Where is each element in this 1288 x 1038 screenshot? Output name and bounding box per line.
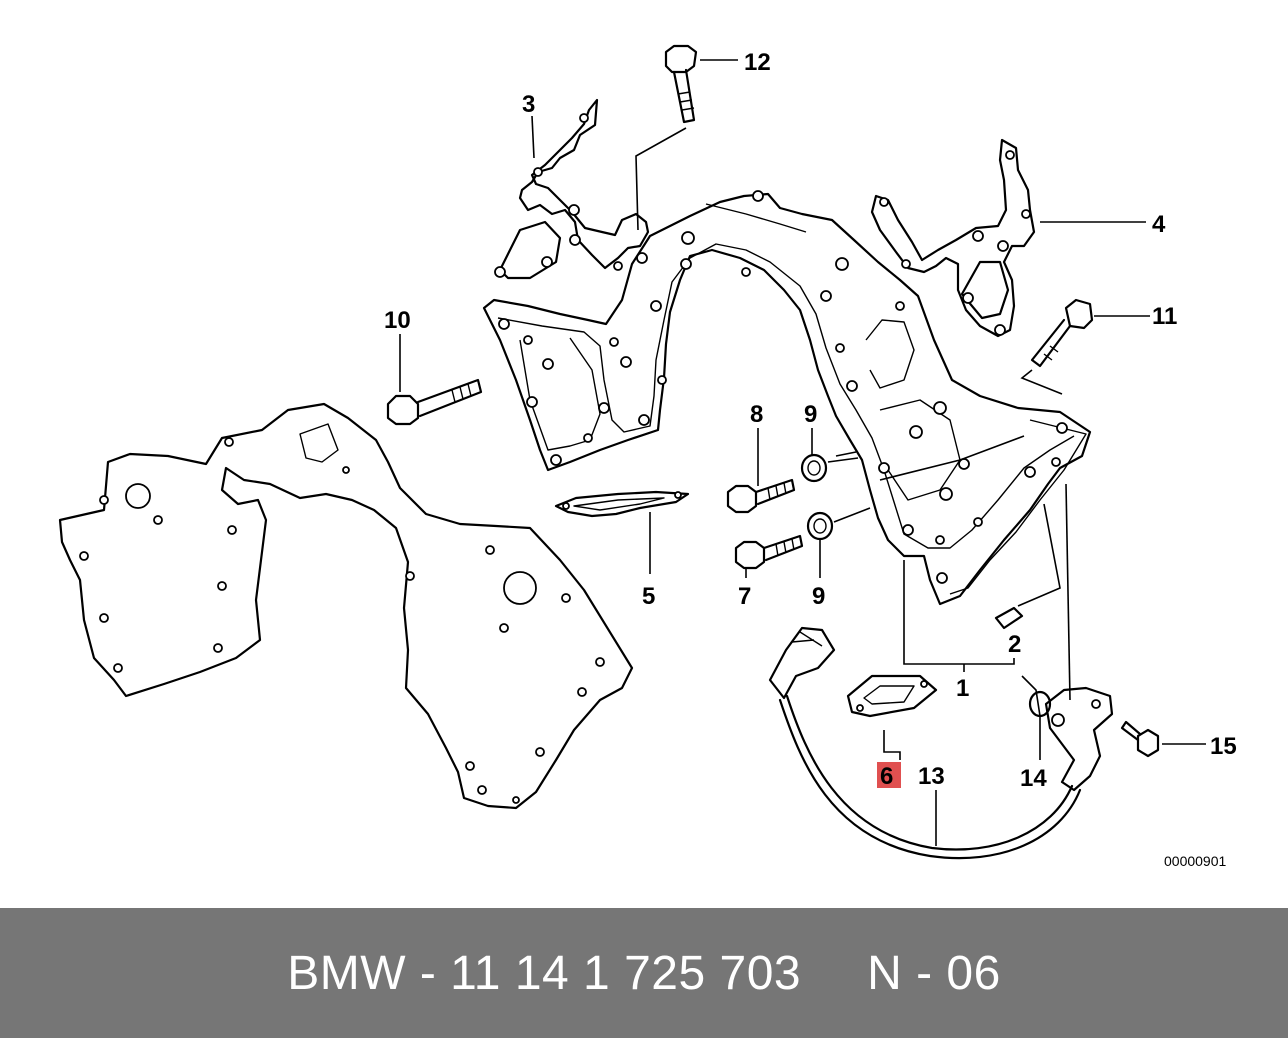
callout-4: 4: [1152, 211, 1166, 238]
part-4-gasket-right: [870, 138, 1036, 338]
caption-bar: BMW - 11 14 1 725 703 N - 06: [0, 908, 1288, 1038]
callout-7: 7: [738, 583, 751, 610]
callout-6-highlight: [877, 762, 901, 788]
lower-timing-cover: [58, 402, 634, 810]
callout-15: 15: [1210, 733, 1237, 760]
part-13-pulse-sensor: [768, 626, 1114, 860]
part-10-bolt: [386, 378, 483, 426]
parts-diagram-svg: 12 3 4 11 10 8 9 5 7 9 2 1 6 13 14 15 00…: [58, 44, 1237, 869]
callout-9-upper: 9: [804, 401, 817, 428]
part-8-bolt: [726, 478, 796, 514]
callout-5: 5: [642, 583, 655, 610]
callout-6: 6: [880, 763, 893, 790]
part-7-bolt: [734, 534, 804, 570]
part-9-seal-upper: [800, 453, 828, 483]
part-2-dowel: [994, 606, 1024, 630]
callout-8: 8: [750, 401, 763, 428]
part-6-gasket: [846, 674, 938, 718]
diagram-reference-code: 00000901: [1164, 853, 1227, 869]
callout-2: 2: [1008, 631, 1021, 658]
part-3-gasket-left: [494, 98, 650, 280]
callout-10: 10: [384, 307, 411, 334]
caption-position: N - 06: [867, 946, 1001, 1000]
callout-11: 11: [1152, 303, 1177, 330]
leader-lines: [399, 59, 1206, 846]
part-15-bolt: [1120, 720, 1160, 758]
callout-1: 1: [956, 675, 969, 702]
part-5-gasket: [554, 490, 690, 518]
part-9-seal-lower: [806, 511, 834, 541]
part-11-bolt: [1030, 298, 1094, 368]
parts-diagram: 12 3 4 11 10 8 9 5 7 9 2 1 6 13 14 15 00…: [58, 44, 1237, 869]
part-1-timing-case: [482, 190, 1092, 606]
callout-14: 14: [1020, 765, 1047, 792]
callout-12: 12: [744, 49, 771, 76]
callout-13: 13: [918, 763, 945, 790]
callout-3: 3: [522, 91, 535, 118]
callout-9-lower: 9: [812, 583, 825, 610]
part-12-bolt: [664, 44, 698, 124]
caption-part-number: BMW - 11 14 1 725 703: [287, 946, 802, 1000]
